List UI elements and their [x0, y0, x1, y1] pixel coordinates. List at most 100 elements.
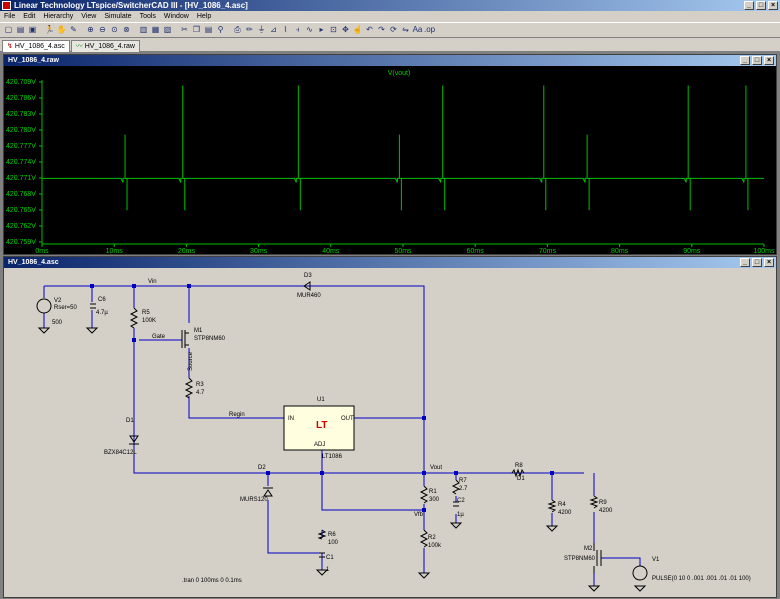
waveform-plot[interactable]: V(vout) 420.709V420.786V420.783V420.780V… — [4, 66, 776, 254]
print-preview-icon[interactable]: ⎙ — [234, 25, 241, 34]
diode-d2[interactable] — [263, 487, 273, 497]
y-tick-label: 420.765V — [6, 207, 36, 214]
label-icon[interactable]: ⊿ — [270, 25, 277, 34]
vout-net-label: Vout — [430, 465, 442, 471]
inductor-icon[interactable]: ∿ — [306, 25, 313, 34]
close-window-icon[interactable]: ▧ — [163, 25, 172, 34]
lt1086-chip[interactable] — [283, 405, 355, 451]
junction-dot — [454, 471, 458, 475]
capacitor-c2[interactable] — [453, 501, 459, 507]
diode-icon[interactable]: ▸ — [319, 25, 324, 34]
resistor-r4[interactable] — [547, 499, 557, 513]
zoom-out-icon[interactable]: ⊖ — [99, 25, 106, 34]
resistor-r7[interactable] — [451, 479, 461, 495]
resistor-r2[interactable] — [419, 529, 429, 548]
waveform-window-titlebar[interactable]: HV_1086_4.raw _ □ × — [4, 55, 776, 66]
new-icon[interactable]: ▢ — [4, 25, 13, 34]
move-icon[interactable]: ✥ — [342, 25, 349, 34]
minimize-button[interactable]: _ — [744, 1, 754, 10]
close-button[interactable]: × — [764, 56, 774, 65]
close-button[interactable]: × — [764, 258, 774, 267]
r6-value: 100 — [328, 540, 339, 546]
run-icon[interactable]: 🏃 — [44, 25, 55, 34]
window-controls: _ □ × — [744, 1, 778, 10]
text-icon[interactable]: Aa — [412, 25, 423, 34]
schematic-canvas[interactable]: LT U1 IN OUT ADJ LT1086 V2 Rser=50 500 C… — [4, 268, 776, 597]
schematic-window-titlebar[interactable]: HV_1086_4.asc _ □ × — [4, 257, 776, 268]
undo-icon[interactable]: ↶ — [366, 25, 373, 34]
drag-icon[interactable]: ☝ — [352, 25, 363, 34]
minimize-button[interactable]: _ — [740, 258, 750, 267]
zoom-back-icon[interactable]: ⊗ — [123, 25, 130, 34]
maximize-button[interactable]: □ — [756, 1, 766, 10]
menu-help[interactable]: Help — [196, 13, 212, 20]
m1-model: STP8NM60 — [194, 336, 226, 342]
x-tick-label: 20ms — [178, 248, 196, 254]
capacitor-icon[interactable]: ⫞ — [295, 25, 300, 34]
resistor-r6[interactable] — [317, 529, 327, 540]
tab-waveform[interactable]: 〰 HV_1086_4.raw — [70, 40, 140, 52]
resistor-r3[interactable] — [184, 377, 194, 399]
ground-icon — [545, 525, 559, 532]
close-button[interactable]: × — [768, 1, 778, 10]
ground-icon — [37, 327, 51, 334]
mirror-icon[interactable]: ⇋ — [402, 25, 409, 34]
resistor-r1[interactable] — [419, 485, 429, 504]
voltage-source-v1[interactable] — [632, 565, 648, 581]
paste-icon[interactable]: ▤ — [204, 25, 213, 34]
mosfet-m2[interactable] — [593, 543, 602, 573]
resistor-r5[interactable] — [129, 307, 139, 329]
zoom-in-icon[interactable]: ⊕ — [87, 25, 94, 34]
cascade-icon[interactable]: ▦ — [151, 25, 160, 34]
schematic-window-title: HV_1086_4.asc — [8, 259, 59, 266]
c2-value: 1µ — [457, 512, 464, 518]
resistor-r9[interactable] — [589, 495, 599, 509]
resistor-r8[interactable] — [511, 468, 525, 478]
maximize-button[interactable]: □ — [752, 56, 762, 65]
tab-schematic[interactable]: ↯ HV_1086_4.asc — [2, 40, 70, 52]
menu-file[interactable]: File — [4, 13, 16, 20]
diode-d3[interactable] — [303, 281, 311, 291]
copy-icon[interactable]: ❐ — [192, 25, 201, 34]
u1-adj-pin: ADJ — [314, 442, 325, 448]
plot-background — [4, 66, 776, 254]
probe-icon[interactable]: ✎ — [70, 25, 77, 34]
component-icon[interactable]: ⊡ — [330, 25, 337, 34]
v2-label: V2 — [54, 298, 62, 304]
zoom-fit-icon[interactable]: ⊙ — [111, 25, 118, 34]
r5-label: R5 — [142, 310, 150, 316]
menu-tools[interactable]: Tools — [139, 13, 156, 20]
draw-wire-icon[interactable]: ✏ — [246, 25, 253, 34]
menu-view[interactable]: View — [81, 13, 97, 20]
menu-edit[interactable]: Edit — [23, 13, 36, 20]
c2-label: C2 — [457, 498, 465, 504]
minimize-button[interactable]: _ — [740, 56, 750, 65]
save-icon[interactable]: ▣ — [28, 25, 37, 34]
capacitor-c6[interactable] — [90, 303, 96, 309]
vout-trace[interactable] — [42, 85, 764, 211]
d2-model: MURS120 — [240, 497, 268, 503]
find-icon[interactable]: ⚲ — [217, 25, 224, 34]
mosfet-m1[interactable] — [181, 330, 189, 348]
ltspice-app-icon — [2, 1, 11, 10]
tile-icon[interactable]: ▥ — [139, 25, 148, 34]
junction-dot — [266, 471, 270, 475]
resistor-icon[interactable]: ⌇ — [283, 25, 288, 34]
capacitor-c1[interactable] — [319, 552, 325, 558]
menu-window[interactable]: Window — [163, 13, 189, 20]
ground-icon[interactable]: ⏚ — [257, 25, 266, 34]
halt-icon[interactable]: ✋ — [56, 25, 67, 34]
waveform-window-title: HV_1086_4.raw — [8, 57, 59, 64]
spice-directive[interactable]: .tran 0 100ms 0 0.1ms — [182, 578, 242, 584]
trace-label[interactable]: V(vout) — [388, 70, 411, 77]
zener-diode-d1[interactable] — [129, 435, 139, 445]
spice-directive-icon[interactable]: .op — [424, 25, 436, 34]
voltage-source-v2[interactable] — [36, 298, 52, 314]
menu-simulate[interactable]: Simulate — [104, 13, 132, 20]
menu-hierarchy[interactable]: Hierarchy — [43, 13, 74, 20]
redo-icon[interactable]: ↷ — [378, 25, 385, 34]
maximize-button[interactable]: □ — [752, 258, 762, 267]
open-icon[interactable]: ▤ — [16, 25, 25, 34]
cut-icon[interactable]: ✂ — [181, 25, 188, 34]
rotate-icon[interactable]: ⟳ — [390, 25, 397, 34]
